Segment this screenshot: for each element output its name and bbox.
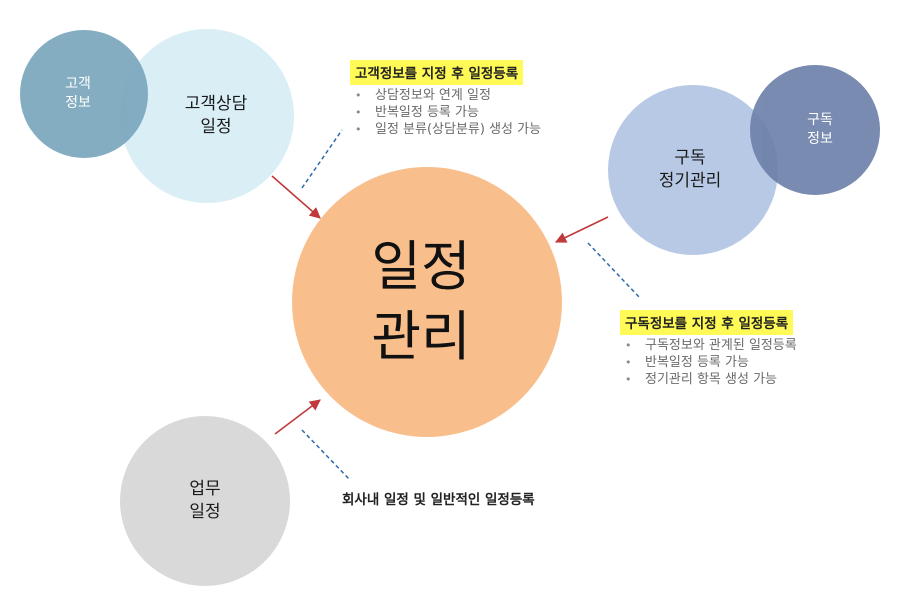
customer-note-item: 상담정보와 연계 일정 [355,87,541,104]
customer-note-item: 반복일정 등록 가능 [355,104,541,121]
schedule-management-circle: 일정 관리 [292,167,562,437]
customer-note: 고객정보를 지정 후 일정등록 상담정보와 연계 일정 반복일정 등록 가능 일… [350,60,541,138]
subscription-info-circle: 구독 정보 [750,65,880,195]
work-schedule-label: 업무 일정 [189,479,221,522]
customer-consult-circle: 고객상담 일정 [120,29,294,203]
subscription-note-heading: 구독정보를 지정 후 일정등록 [620,310,794,335]
subscription-note: 구독정보를 지정 후 일정등록 구독정보와 관계된 일정등록 반복일정 등록 가… [620,310,797,388]
customer-note-list: 상담정보와 연계 일정 반복일정 등록 가능 일정 분류(상담분류) 생성 가능 [355,87,541,138]
customer-info-circle: 고객 정보 [20,30,148,158]
subscription-dashed-line [587,242,641,299]
customer-note-item: 일정 분류(상담분류) 생성 가능 [355,121,541,138]
work-arrow [274,399,321,435]
schedule-management-label: 일정 관리 [371,234,471,368]
customer-dashed-line [301,129,343,189]
customer-arrow [271,175,321,219]
work-dashed-line [301,429,351,481]
subscription-manage-label: 구독 정기관리 [658,148,722,191]
subscription-info-label: 구독 정보 [807,112,833,147]
subscription-manage-circle: 구독 정기관리 [608,85,778,255]
customer-info-label: 고객 정보 [65,76,91,111]
work-schedule-circle: 업무 일정 [120,416,290,586]
subscription-note-item: 반복일정 등록 가능 [625,354,797,371]
subscription-arrow [554,216,609,243]
customer-note-heading: 고객정보를 지정 후 일정등록 [350,60,524,85]
subscription-note-list: 구독정보와 관계된 일정등록 반복일정 등록 가능 정기관리 항목 생성 가능 [625,337,797,388]
work-note: 회사내 일정 및 일반적인 일정등록 [342,492,535,508]
subscription-note-item: 구독정보와 관계된 일정등록 [625,337,797,354]
customer-consult-label: 고객상담 일정 [184,94,248,137]
subscription-note-item: 정기관리 항목 생성 가능 [625,371,797,388]
